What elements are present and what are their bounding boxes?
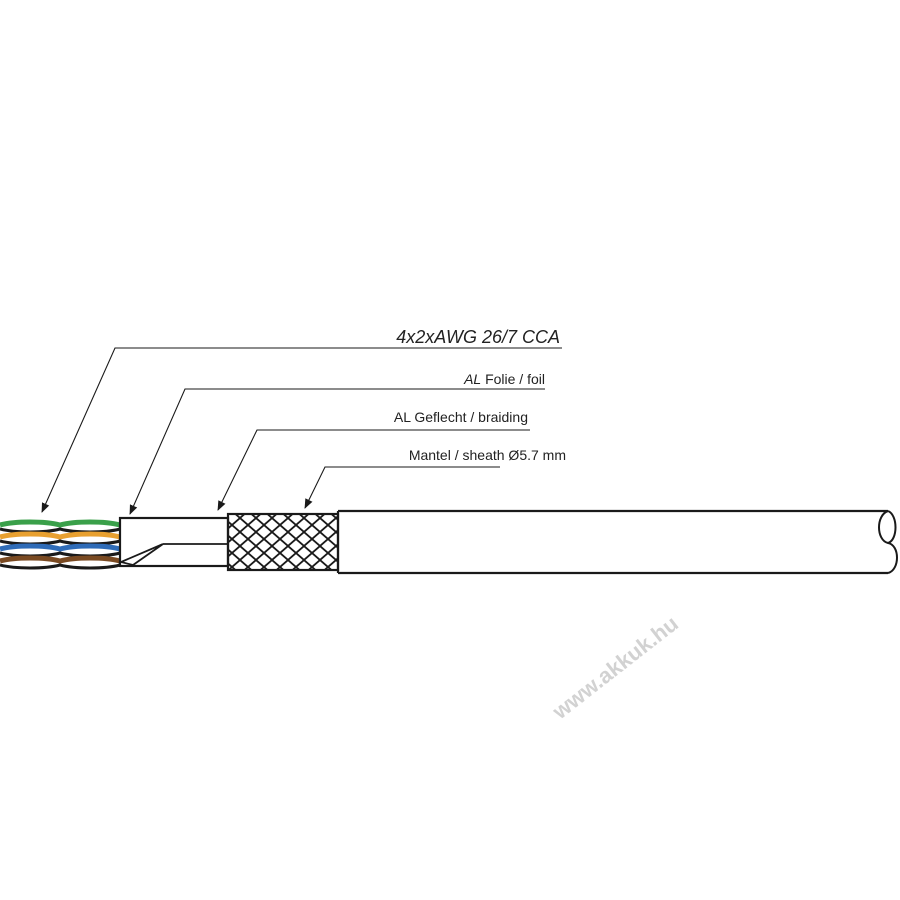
pair-core-colored	[0, 531, 121, 540]
label-foil: AL Folie / foil	[463, 371, 545, 387]
pair-core-black	[0, 551, 121, 558]
twisted-pairs	[0, 519, 121, 570]
label-foil-prefix: AL	[463, 371, 481, 387]
sheath-section	[336, 509, 898, 575]
label-conductors: 4x2xAWG 26/7 CCA	[396, 327, 560, 347]
pair-core-colored	[0, 555, 121, 564]
braid-section	[226, 512, 340, 572]
foil-section	[118, 516, 230, 568]
pair-core-colored	[0, 519, 121, 528]
pair-core-colored	[0, 543, 121, 552]
label-braiding: AL Geflecht / braiding	[394, 409, 528, 425]
label-foil-rest: Folie / foil	[481, 371, 545, 387]
pair-core-black	[0, 563, 121, 570]
pair-core-black	[0, 539, 121, 546]
watermark: www.akkuk.hu	[547, 611, 683, 725]
label-sheath: Mantel / sheath Ø5.7 mm	[409, 447, 566, 463]
leader-lines	[41, 347, 562, 515]
pair-core-black	[0, 527, 121, 534]
